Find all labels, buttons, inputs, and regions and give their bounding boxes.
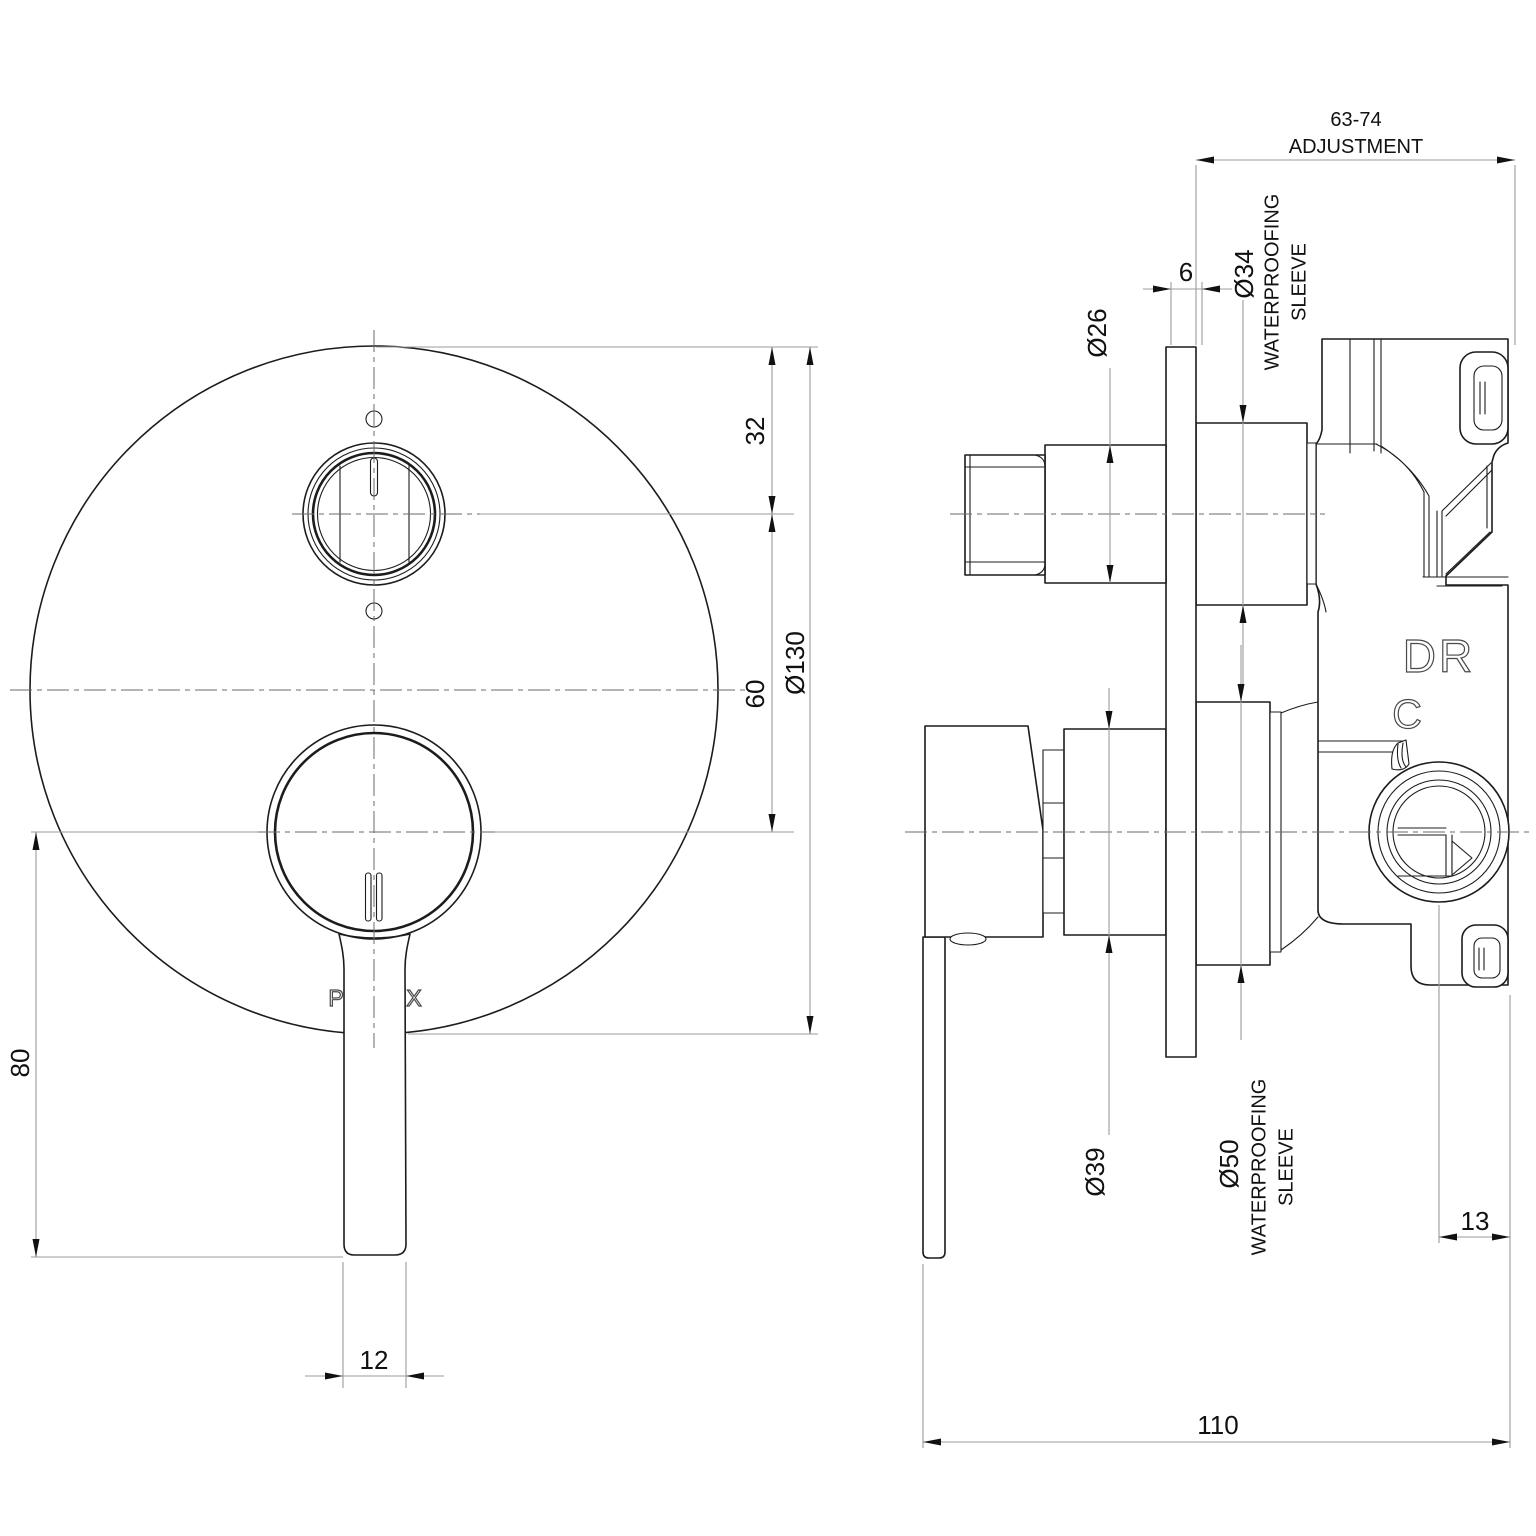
waterproofing-note-top-1: WATERPROOFING: [1261, 194, 1283, 371]
dimension-13: 13: [1439, 1206, 1510, 1241]
body-detail-lines: [1280, 338, 1509, 951]
dim-dia26-label: Ø26: [1082, 308, 1112, 357]
dim-dia130-label: Ø130: [780, 631, 810, 695]
dim-6-label: 6: [1179, 257, 1193, 287]
mixer-indicator-tick-2: [375, 872, 383, 922]
cartridge-ring-lines: [1042, 802, 1065, 859]
side-lever: [922, 936, 946, 1259]
body-flap-hatch: [1396, 742, 1407, 769]
dimension-12: 12: [305, 1345, 444, 1380]
brand-letter-x: X: [406, 985, 421, 1011]
side-view: DR C 63-74 ADJUSTMENT 6 Ø26: [905, 109, 1530, 1448]
dimension-dia26: Ø26: [1082, 308, 1114, 583]
engraving-dr: DR: [1403, 630, 1475, 682]
port-keyway-arrow: [1451, 840, 1473, 876]
waterproofing-note-top-2: SLEEVE: [1288, 243, 1310, 321]
wall-plate: [1165, 346, 1197, 1058]
dimension-6: 6: [1143, 257, 1232, 293]
engraving-c: C: [1392, 691, 1422, 737]
port-keyway-lines: [1397, 827, 1453, 877]
sleeve-dia50: [1195, 701, 1271, 966]
dim-110-label: 110: [1197, 1410, 1238, 1440]
mounting-lug-top: [1459, 351, 1509, 445]
mixer-indicator-tick-1: [364, 872, 372, 922]
extension-lines-side: [922, 165, 1516, 1448]
diverter-end-cap: [964, 454, 1046, 576]
dimension-dia50: Ø50 WATERPROOFING SLEEVE: [1214, 645, 1297, 1255]
waterproofing-note-bottom-2: SLEEVE: [1275, 1128, 1297, 1206]
dimension-dia39: Ø39: [1080, 688, 1113, 1197]
mounting-lug-bottom: [1461, 924, 1509, 988]
dim-dia34-label: Ø34: [1229, 249, 1259, 298]
dimension-dia130: Ø130: [780, 347, 814, 1034]
dimension-60: 60: [740, 514, 776, 832]
dim-80-label: 80: [5, 1049, 35, 1078]
dim-60-label: 60: [740, 680, 770, 709]
dim-32-label: 32: [740, 417, 770, 446]
waterproofing-note-bottom-1: WATERPROOFING: [1248, 1079, 1270, 1256]
dim-adjust-label: ADJUSTMENT: [1289, 136, 1423, 158]
extension-lines-front: [31, 346, 818, 1388]
dim-dia39-label: Ø39: [1080, 1147, 1110, 1196]
lever-hub-groove: [949, 932, 987, 946]
brand-letter-p: P: [328, 985, 343, 1011]
dimension-80: 80: [5, 832, 40, 1257]
dim-12-label: 12: [360, 1345, 389, 1375]
dim-adjust-value: 63-74: [1330, 109, 1381, 131]
dimension-dia34: Ø34 WATERPROOFING SLEEVE: [1229, 194, 1310, 690]
dim-13-label: 13: [1461, 1206, 1490, 1236]
front-view: P X 32 60 Ø130 80: [5, 330, 818, 1388]
body-flap-detail: [1391, 739, 1410, 771]
lever-handle: [338, 933, 411, 1256]
dimension-adjustment: 63-74 ADJUSTMENT: [1196, 109, 1515, 164]
dimension-32: 32: [740, 347, 776, 514]
dim-dia50-label: Ø50: [1214, 1139, 1244, 1188]
dimension-110: 110: [923, 1410, 1510, 1446]
cartridge-cylinder-dia39: [1063, 728, 1167, 936]
